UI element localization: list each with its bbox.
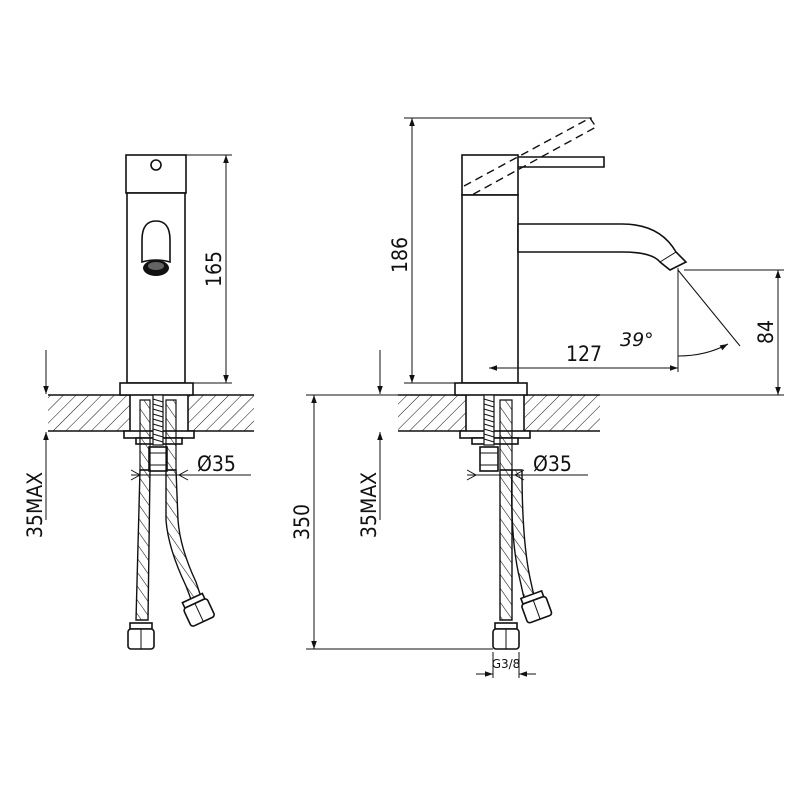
dim-35max-right-label: 35MAX bbox=[357, 472, 381, 538]
dim-84: 84 bbox=[600, 269, 784, 396]
faucet-body-front bbox=[119, 154, 194, 396]
dim-127: 127 bbox=[489, 268, 679, 377]
fixing-assembly-right bbox=[459, 394, 531, 472]
countertop-right bbox=[398, 394, 600, 432]
dim-350-label: 350 bbox=[290, 504, 314, 540]
hoses-left bbox=[127, 469, 215, 650]
dim-186: 186 bbox=[388, 117, 592, 384]
dim-angle-label: 39° bbox=[620, 329, 654, 351]
dim-165-label: 165 bbox=[202, 251, 226, 287]
dim-165: 165 bbox=[186, 154, 232, 384]
countertop-left bbox=[48, 394, 254, 432]
dim-127-label: 127 bbox=[566, 342, 602, 366]
dim-dia-left-label: Ø35 bbox=[197, 452, 236, 476]
dim-dia-left: Ø35 bbox=[130, 452, 251, 481]
dim-35max-left: 35MAX bbox=[23, 350, 49, 538]
dim-dia-right: Ø35 bbox=[466, 452, 588, 481]
dim-186-label: 186 bbox=[388, 237, 412, 273]
side-view: 186 84 127 39° 35MAX bbox=[290, 117, 784, 678]
fixing-assembly-left bbox=[123, 394, 195, 472]
dim-350: 350 bbox=[290, 394, 493, 650]
dim-angle: 39° bbox=[620, 269, 741, 357]
faucet-body-side bbox=[454, 117, 688, 396]
hoses-right bbox=[492, 469, 553, 650]
dim-thread: G3/8 bbox=[476, 652, 536, 678]
front-view: 165 35MAX Ø35 bbox=[23, 154, 254, 650]
dim-84-label: 84 bbox=[754, 320, 778, 344]
dim-thread-label: G3/8 bbox=[492, 657, 521, 671]
dim-35max-right: 35MAX bbox=[357, 350, 383, 538]
dim-dia-right-label: Ø35 bbox=[533, 452, 572, 476]
dim-35max-left-label: 35MAX bbox=[23, 472, 47, 538]
